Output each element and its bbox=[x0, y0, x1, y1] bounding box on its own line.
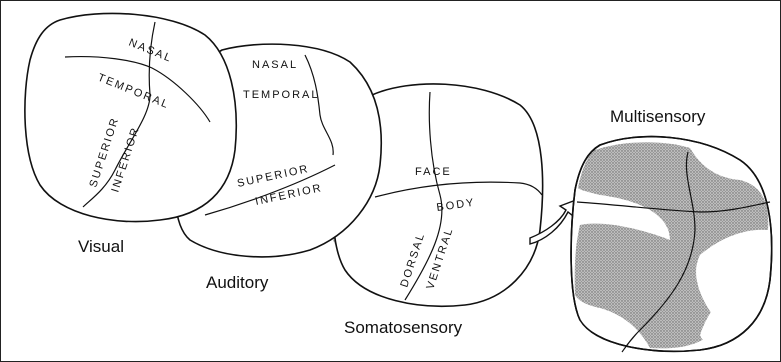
somatosensory-map: FACE BODY DORSAL VENTRAL bbox=[330, 83, 544, 308]
multisensory-map bbox=[570, 135, 773, 353]
auditory-nasal-label: NASAL bbox=[252, 59, 298, 71]
auditory-temporal-label: TEMPORAL bbox=[243, 89, 320, 101]
multisensory-stipple-main bbox=[574, 142, 769, 349]
multisensory-white-patch-right bbox=[716, 158, 740, 174]
multisensory-white-patch-bottom bbox=[700, 283, 768, 345]
visual-outline bbox=[24, 12, 238, 223]
visual-map: NASAL TEMPORAL SUPERIOR INFERIOR bbox=[24, 12, 238, 223]
auditory-vertical-border bbox=[304, 54, 334, 156]
visual-caption: Visual bbox=[78, 237, 124, 256]
auditory-caption: Auditory bbox=[206, 273, 269, 292]
somatosensory-caption: Somatosensory bbox=[344, 318, 463, 337]
somatosensory-vertical-border bbox=[404, 91, 443, 301]
multisensory-horizontal-border bbox=[576, 201, 771, 213]
visual-horizontal-border bbox=[64, 56, 211, 123]
multisensory-outline-top bbox=[570, 135, 773, 353]
somatosensory-horizontal-border bbox=[374, 181, 543, 198]
visual-vertical-border bbox=[82, 21, 156, 208]
somatosensory-face-label: FACE bbox=[415, 166, 452, 178]
multisensory-caption: Multisensory bbox=[610, 107, 706, 126]
auditory-lower-border bbox=[204, 164, 336, 216]
multisensory-vertical-border bbox=[621, 151, 696, 353]
somatosensory-body-label: BODY bbox=[436, 197, 476, 214]
